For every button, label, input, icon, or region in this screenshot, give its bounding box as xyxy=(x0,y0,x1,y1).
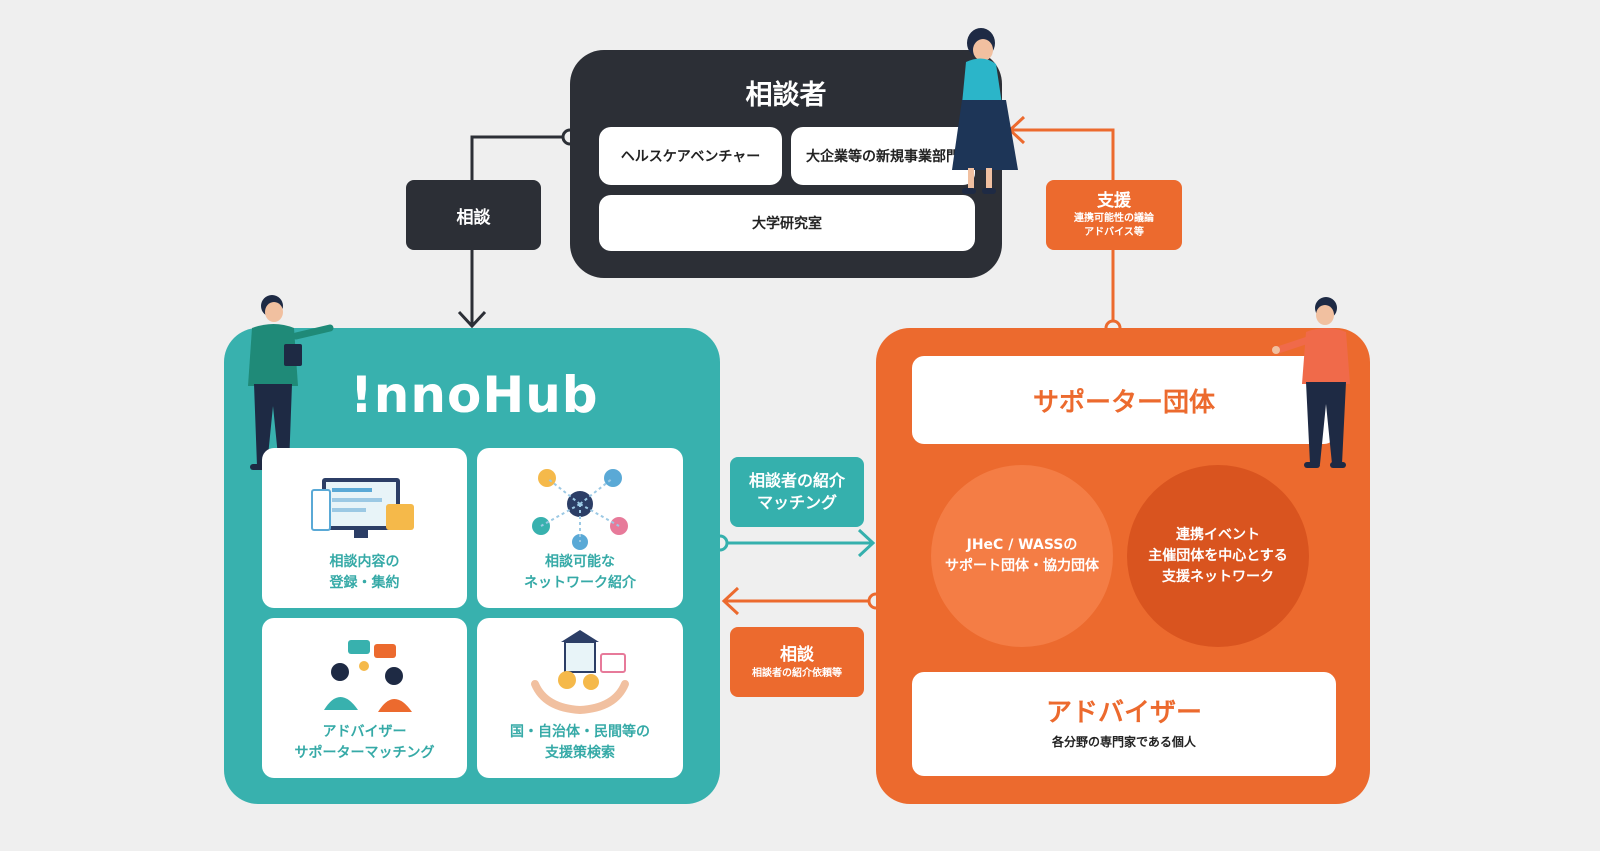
feature-card-network-line2: ネットワーク紹介 xyxy=(524,575,636,591)
circle-jhec-line1: JHeC / WASSの xyxy=(966,537,1078,553)
intro-matching-label: 相談者の紹介 マッチング xyxy=(730,457,864,527)
supporter-circle-jhec-wass: JHeC / WASSの サポート団体・協力団体 xyxy=(931,465,1113,647)
monitor-checklist-icon xyxy=(311,478,414,538)
consult-label-top: 相談 xyxy=(406,180,541,250)
feature-card-matching-line1: アドバイザー xyxy=(322,724,407,740)
conversation-icon xyxy=(324,640,412,712)
advisor-box: アドバイザー 各分野の専門家である個人 xyxy=(912,672,1336,776)
feature-card-network-label: 相談可能な ネットワーク紹介 xyxy=(477,552,683,594)
feature-card-search-label: 国・自治体・民間等の 支援策検索 xyxy=(477,722,683,764)
consult-label-mid: 相談 相談者の紹介依頼等 xyxy=(730,627,864,697)
feature-card-register-label: 相談内容の 登録・集約 xyxy=(262,552,467,594)
feature-card-search-line1: 国・自治体・民間等の xyxy=(510,724,650,740)
feature-card-register: 相談内容の 登録・集約 xyxy=(262,448,467,608)
government-support-icon xyxy=(531,630,629,715)
feature-card-matching: アドバイザー サポーターマッチング xyxy=(262,618,467,778)
feature-card-matching-label: アドバイザー サポーターマッチング xyxy=(262,722,467,764)
consult-label-mid-title: 相談 xyxy=(780,645,814,665)
consult-mid-arrow-head xyxy=(721,586,740,616)
feature-card-search: 国・自治体・民間等の 支援策検索 xyxy=(477,618,683,778)
innohub-logo: !nnoHub xyxy=(350,366,599,424)
feature-card-search-line2: 支援策検索 xyxy=(545,745,615,761)
consult-arrow-head xyxy=(457,310,487,329)
supporter-circle-event-network: 連携イベント 主催団体を中心とする 支援ネットワーク xyxy=(1127,465,1309,647)
feature-card-register-line1: 相談内容の xyxy=(329,554,400,570)
advisor-subtitle: 各分野の専門家である個人 xyxy=(1052,735,1196,749)
support-label-sub1: 連携可能性の議論 xyxy=(1074,213,1154,224)
consultant-item-corporate-new-business: 大企業等の新規事業部門 xyxy=(791,127,975,185)
intro-matching-line1: 相談者の紹介 xyxy=(748,471,845,490)
consultant-item-healthcare-venture: ヘルスケアベンチャー xyxy=(599,127,782,185)
feature-card-register-line2: 登録・集約 xyxy=(329,575,400,591)
circle-event-line2: 主催団体を中心とする xyxy=(1148,547,1288,564)
support-label-sub2: アドバイス等 xyxy=(1084,227,1144,238)
feature-card-network: 相談可能な ネットワーク紹介 xyxy=(477,448,683,608)
feature-card-network-line1: 相談可能な xyxy=(545,554,615,570)
intro-matching-line2: マッチング xyxy=(756,493,837,512)
consult-label-mid-sub: 相談者の紹介依頼等 xyxy=(752,668,842,679)
intro-arrow-head xyxy=(857,528,876,558)
support-label-title: 支援 xyxy=(1097,191,1131,211)
support-label: 支援 連携可能性の議論 アドバイス等 xyxy=(1046,180,1182,250)
consult-connector-line xyxy=(470,135,570,325)
advisor-title: アドバイザー xyxy=(1045,698,1202,728)
circle-event-line3: 支援ネットワーク xyxy=(1162,568,1274,585)
consultant-item-university-lab: 大学研究室 xyxy=(599,195,975,251)
circle-event-line1: 連携イベント xyxy=(1176,526,1260,543)
consultant-title: 相談者 xyxy=(745,79,827,111)
feature-card-matching-line2: サポーターマッチング xyxy=(294,745,435,761)
support-connector-line xyxy=(1010,128,1115,328)
supporter-title: サポーター団体 xyxy=(912,356,1336,444)
network-people-icon xyxy=(532,469,628,550)
circle-jhec-line2: サポート団体・協力団体 xyxy=(945,558,1099,574)
